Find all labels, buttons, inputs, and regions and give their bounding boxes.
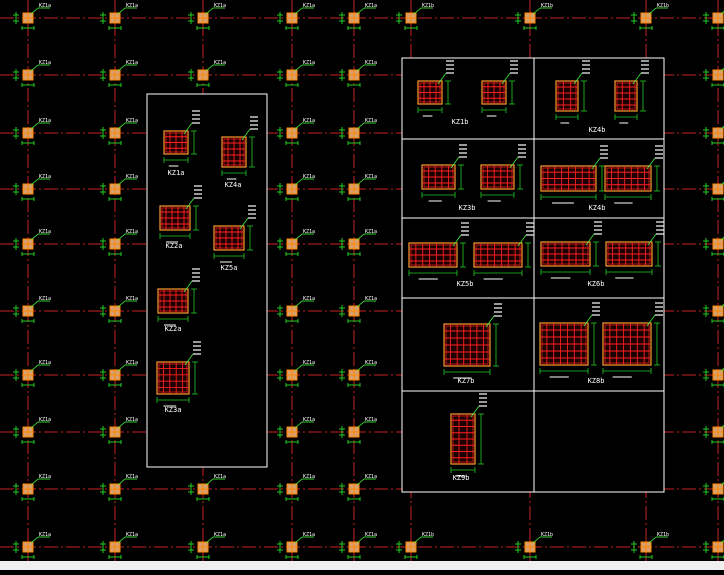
svg-text:KZ1a: KZ1a	[365, 174, 377, 180]
svg-text:KZ1a: KZ1a	[126, 3, 138, 9]
svg-text:KZ1a: KZ1a	[303, 296, 315, 302]
svg-text:KZ1a: KZ1a	[39, 118, 51, 124]
svg-text:KZ1a: KZ1a	[365, 3, 377, 9]
status-strip	[0, 561, 724, 570]
svg-text:KZ1a: KZ1a	[39, 3, 51, 9]
svg-text:KZ1a: KZ1a	[214, 532, 226, 538]
svg-text:KZ1b: KZ1b	[657, 532, 669, 538]
svg-text:KZ1a: KZ1a	[365, 360, 377, 366]
svg-text:KZ1a: KZ1a	[303, 532, 315, 538]
svg-text:KZ1a: KZ1a	[39, 60, 51, 66]
svg-text:KZ1a: KZ1a	[214, 60, 226, 66]
section-label-kz6b: KZ6b	[588, 280, 605, 288]
right-detail-frame	[401, 57, 665, 493]
svg-text:KZ1a: KZ1a	[126, 118, 138, 124]
section-label-kz5a: KZ5a	[221, 264, 238, 272]
left-section-details	[156, 110, 258, 407]
svg-text:KZ1a: KZ1a	[303, 3, 315, 9]
svg-text:KZ1a: KZ1a	[365, 417, 377, 423]
section-label-kz2a: KZ2a	[166, 242, 183, 250]
svg-text:KZ1a: KZ1a	[126, 174, 138, 180]
section-label-kz3b: KZ3b	[459, 204, 476, 212]
svg-text:KZ1a: KZ1a	[303, 118, 315, 124]
svg-text:KZ1a: KZ1a	[365, 296, 377, 302]
section-label-kz4b-lower: KZ4b	[589, 204, 606, 212]
svg-text:KZ1a: KZ1a	[303, 360, 315, 366]
svg-text:KZ1a: KZ1a	[39, 229, 51, 235]
svg-text:KZ1a: KZ1a	[126, 229, 138, 235]
svg-text:KZ1a: KZ1a	[39, 360, 51, 366]
svg-text:KZ1a: KZ1a	[39, 174, 51, 180]
section-label-kz2a-lower: KZ2a	[165, 325, 182, 333]
svg-text:KZ1a: KZ1a	[126, 532, 138, 538]
svg-text:KZ1b: KZ1b	[422, 3, 434, 9]
svg-text:KZ1b: KZ1b	[541, 532, 553, 538]
section-label-kz1b: KZ1b	[452, 118, 469, 126]
section-label-kz4a: KZ4a	[225, 181, 242, 189]
svg-text:KZ1a: KZ1a	[303, 60, 315, 66]
svg-text:KZ1a: KZ1a	[39, 532, 51, 538]
section-label-kz1a: KZ1a	[168, 169, 185, 177]
svg-text:KZ1a: KZ1a	[126, 60, 138, 66]
svg-text:KZ1a: KZ1a	[303, 417, 315, 423]
svg-text:KZ1b: KZ1b	[541, 3, 553, 9]
svg-text:KZ1a: KZ1a	[126, 474, 138, 480]
svg-text:KZ1a: KZ1a	[126, 360, 138, 366]
svg-text:KZ1a: KZ1a	[365, 229, 377, 235]
svg-text:KZ1a: KZ1a	[214, 474, 226, 480]
svg-text:KZ1a: KZ1a	[303, 474, 315, 480]
svg-text:KZ1a: KZ1a	[39, 296, 51, 302]
svg-text:KZ1a: KZ1a	[365, 118, 377, 124]
svg-text:KZ1a: KZ1a	[39, 417, 51, 423]
svg-text:KZ1b: KZ1b	[657, 3, 669, 9]
svg-text:KZ1a: KZ1a	[365, 474, 377, 480]
section-label-kz7b: KZ7b	[458, 377, 475, 385]
svg-text:KZ1a: KZ1a	[39, 474, 51, 480]
svg-text:KZ1a: KZ1a	[365, 532, 377, 538]
svg-text:KZ1a: KZ1a	[303, 229, 315, 235]
svg-text:KZ1a: KZ1a	[214, 3, 226, 9]
svg-text:KZ1a: KZ1a	[303, 174, 315, 180]
right-section-details	[408, 60, 664, 477]
section-label-kz5b: KZ5b	[457, 280, 474, 288]
svg-text:KZ1a: KZ1a	[126, 417, 138, 423]
left-detail-frame	[146, 93, 268, 468]
svg-text:KZ1b: KZ1b	[422, 532, 434, 538]
section-label-kz8b: KZ8b	[588, 377, 605, 385]
section-label-kz4b: KZ4b	[589, 126, 606, 134]
section-label-kz9b: KZ9b	[453, 474, 470, 482]
section-label-kz3a: KZ3a	[165, 406, 182, 414]
svg-text:KZ1a: KZ1a	[365, 60, 377, 66]
plan-column-markers: KZ1aKZ1aKZ1aKZ1aKZ1aKZ1aKZ1aKZ1aKZ1aKZ1a…	[13, 3, 724, 559]
svg-text:KZ1a: KZ1a	[126, 296, 138, 302]
